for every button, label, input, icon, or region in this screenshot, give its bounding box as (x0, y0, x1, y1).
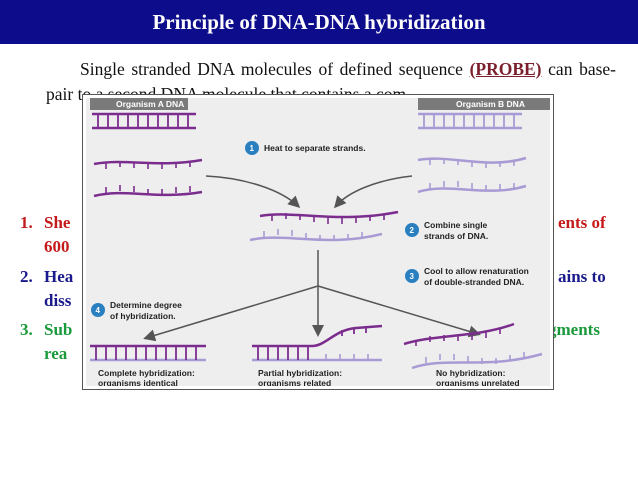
step-2-text: Hea (44, 267, 74, 286)
step-2-text-right: ains to (558, 267, 606, 286)
outcome-none-line1: No hybridization: (436, 368, 506, 378)
organism-b-header (418, 98, 550, 110)
callout-1-number: 1 (250, 144, 255, 153)
hybridization-figure: Organism A DNA Organism B DNA (82, 94, 554, 390)
organism-b-label: Organism B DNA (456, 99, 525, 109)
step-3-text-right: gments (548, 320, 600, 339)
slide-title: Principle of DNA-DNA hybridization (152, 9, 486, 34)
organism-a-header (90, 98, 188, 110)
step-2: 2. Hea diss ains to (20, 265, 620, 315)
step-2-number: 2. (20, 267, 33, 286)
figure-diagram: Organism A DNA Organism B DNA (90, 98, 550, 386)
callout-3-line2: of double-stranded DNA. (424, 277, 524, 287)
outcome-partial-line1: Partial hybridization: (258, 368, 342, 378)
organism-a-single-strands (93, 158, 203, 198)
callout-1: 1 Heat to separate strands. (245, 141, 366, 155)
callout-2-number: 2 (410, 226, 415, 235)
callout-3: 3 Cool to allow renaturation of double-s… (405, 266, 529, 287)
callout-4-line1: Determine degree (110, 300, 182, 310)
callout-2-line2: strands of DNA. (424, 231, 488, 241)
arrow-a-to-mix (205, 175, 301, 209)
step-3-text-2: rea (44, 344, 68, 363)
outcome-partial-line2: organisms related (258, 378, 331, 386)
step-3: 3. Sub rea gments (20, 318, 620, 368)
organism-b-single-strands (417, 156, 527, 194)
step-3-text: Sub (44, 320, 73, 339)
step-1-number: 1. (20, 213, 33, 232)
step-1: 1. She 600 ents of (20, 211, 620, 261)
probe-term: (PROBE) (469, 59, 542, 79)
callout-2: 2 Combine single strands of DNA. (405, 220, 488, 241)
step-1-text-2: 600 (44, 237, 70, 256)
step-1-text: She (44, 213, 71, 232)
outcome-none-strands (403, 322, 543, 370)
arrow-b-to-mix (334, 175, 413, 209)
arrow-to-none (317, 285, 481, 338)
callout-2-line1: Combine single (424, 220, 488, 230)
callout-4-line2: of hybridization. (110, 311, 176, 321)
callout-4: 4 Determine degree of hybridization. (91, 300, 182, 321)
callout-3-number: 3 (410, 272, 415, 281)
callout-3-line1: Cool to allow renaturation (424, 266, 529, 276)
step-1-text-right: ents of (558, 213, 606, 232)
organism-a-label: Organism A DNA (116, 99, 184, 109)
mixed-single-strands (249, 210, 399, 242)
callout-4-number: 4 (96, 306, 101, 315)
arrow-to-complete (143, 285, 319, 342)
outcome-complete-line2: organisms identical (98, 378, 178, 386)
step-2-text-2: diss (44, 291, 72, 310)
callout-1-text: Heat to separate strands. (264, 143, 366, 153)
intro-text-1: Single stranded DNA molecules of defined… (80, 59, 463, 79)
outcome-complete-strands (90, 344, 206, 362)
organism-a-double-strand (92, 112, 196, 130)
outcome-none-line2: organisms unrelated (436, 378, 520, 386)
outcome-partial-strands (252, 324, 383, 362)
step-3-number: 3. (20, 320, 33, 339)
outcome-complete-line1: Complete hybridization: (98, 368, 195, 378)
organism-b-double-strand (418, 112, 522, 130)
slide-title-bar: Principle of DNA-DNA hybridization (0, 0, 638, 44)
